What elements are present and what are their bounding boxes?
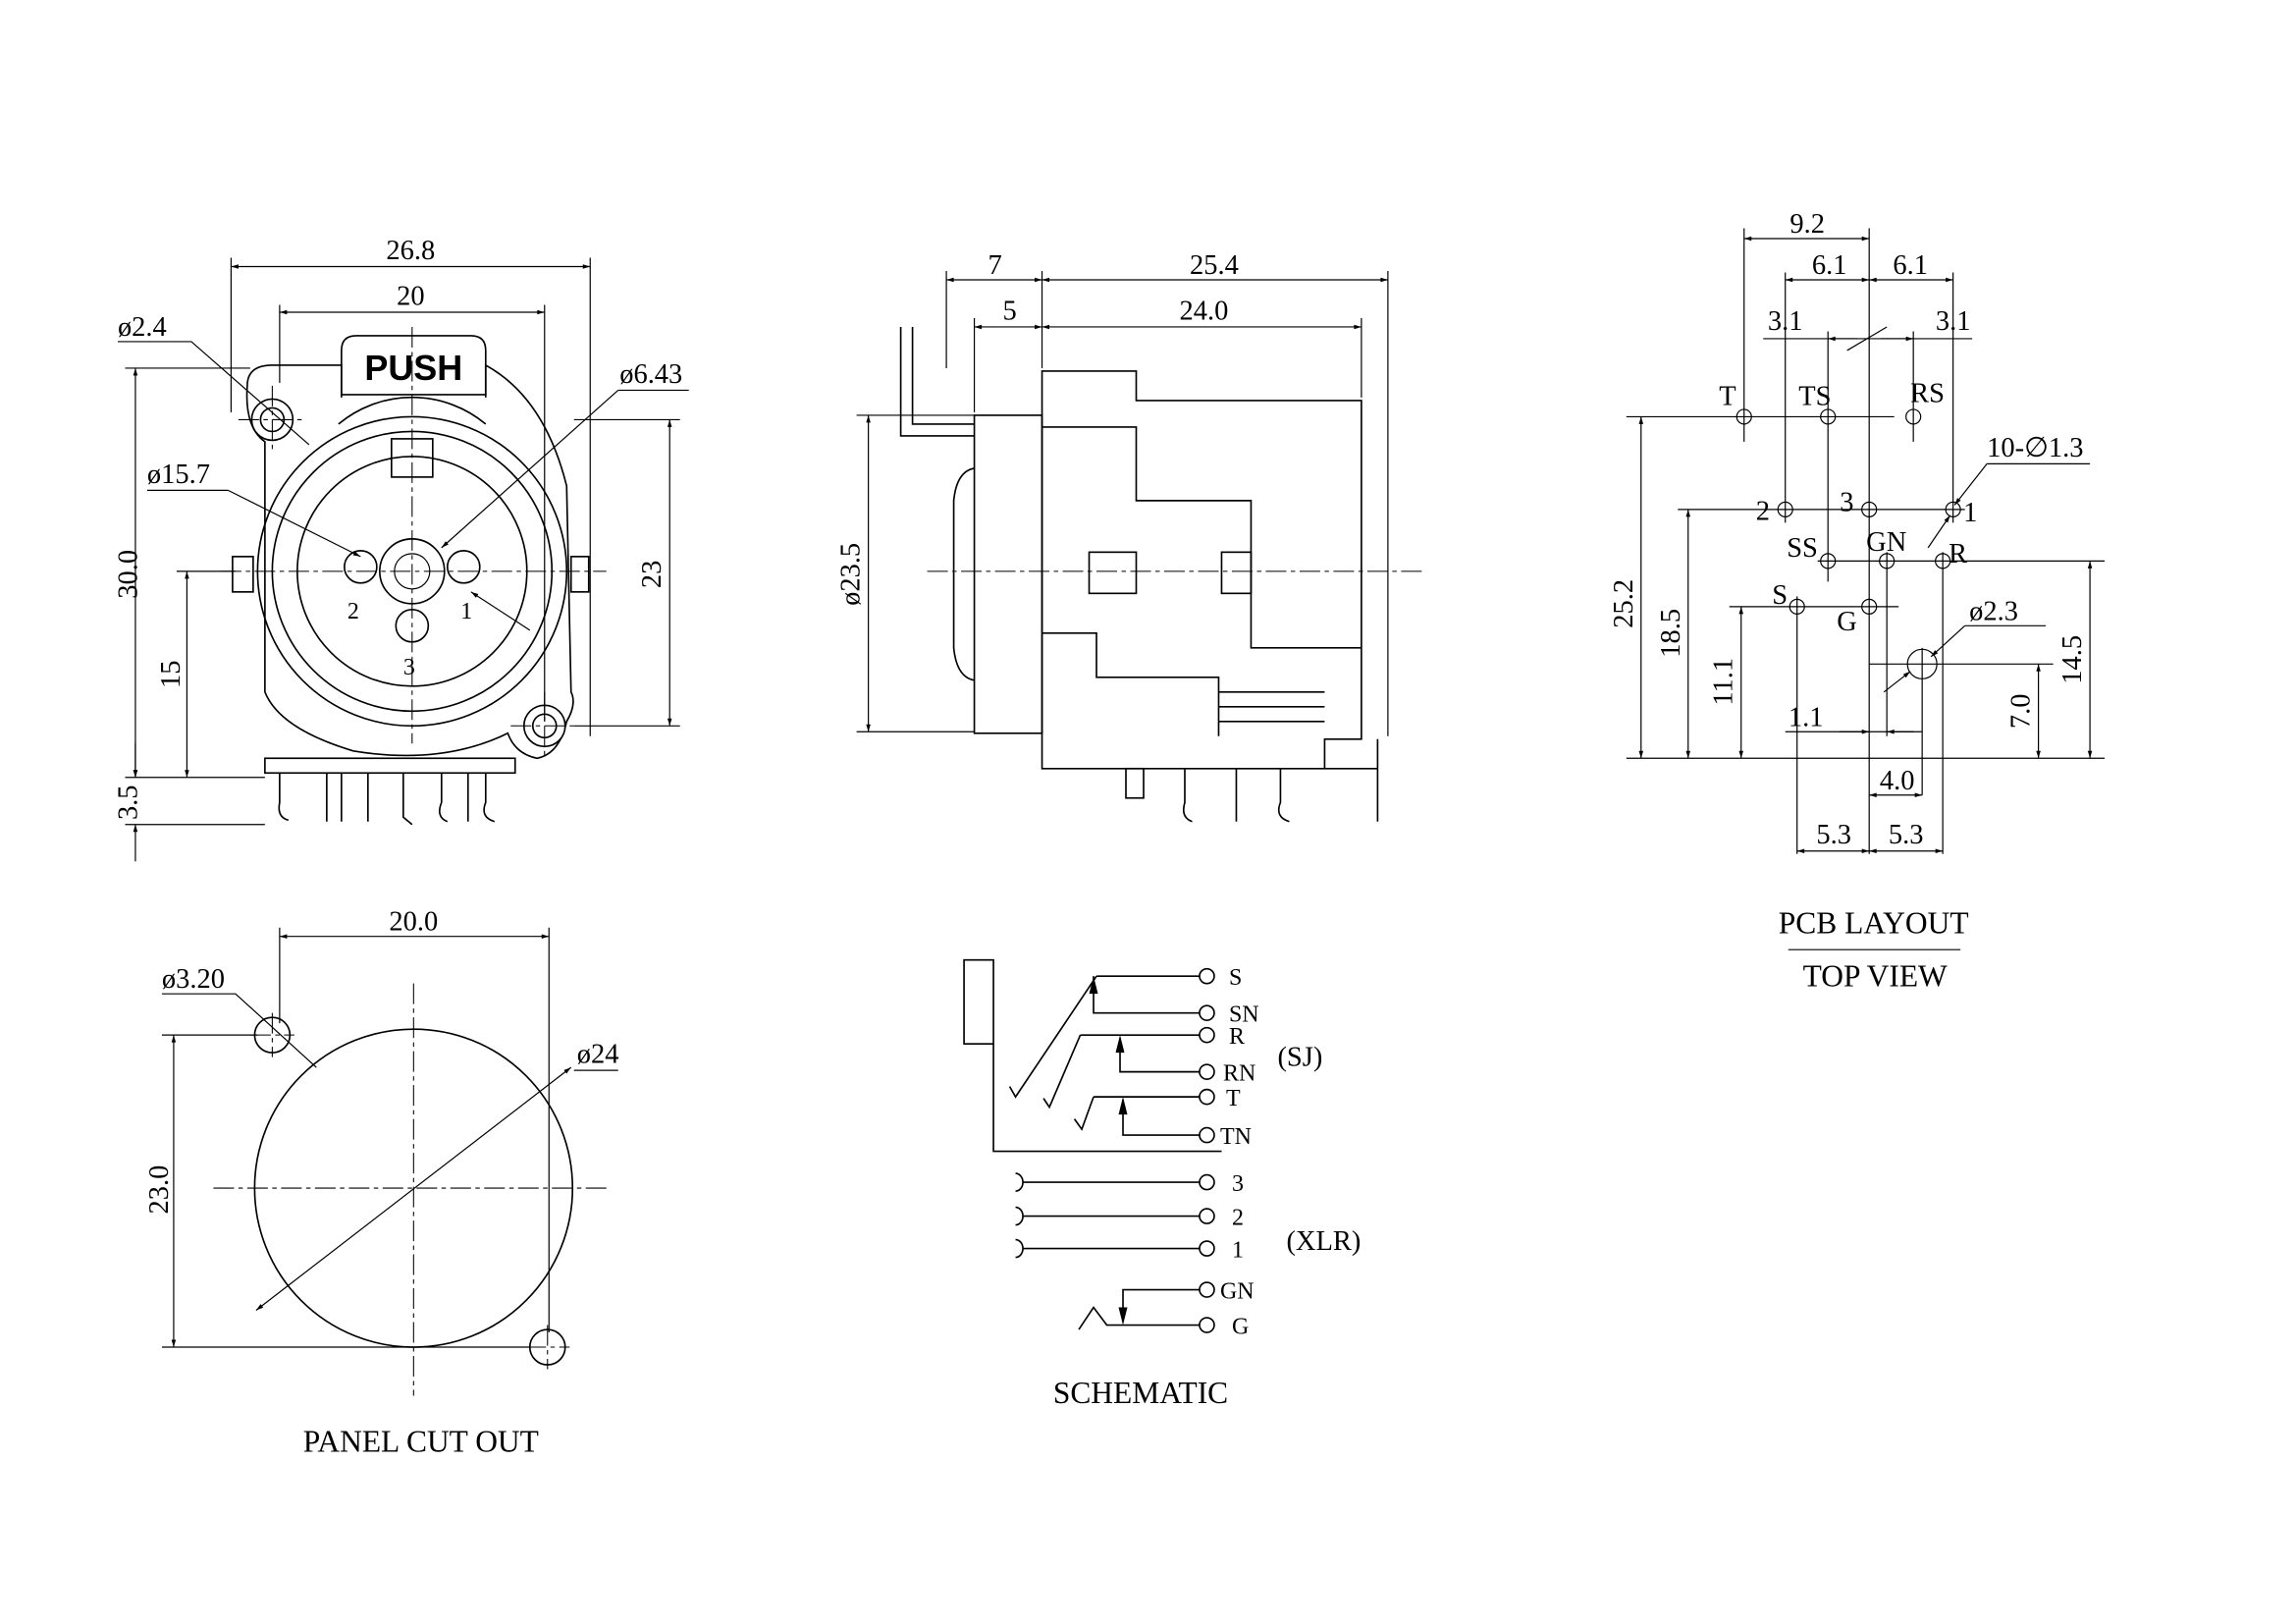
pcb-grid-lines [1626,228,2106,854]
dim-mount-hole: ø2.3 [1969,596,2018,626]
pcb-layout-title: PCB LAYOUT [1779,906,1969,941]
dim-4-0: 4.0 [1880,766,1915,796]
pad-label-g: G [1837,607,1857,637]
dim-6-1-left: 6.1 [1812,250,1847,281]
mount-holes [250,398,566,748]
push-tab: PUSH [341,335,487,398]
dim-pin-length: 3.5 [113,785,143,820]
dim-1-1: 1.1 [1789,702,1824,732]
dim-25-2: 25.2 [1609,579,1639,628]
pin-label-2: 2 [347,599,359,624]
dim-front-depth: 7 [988,250,1001,281]
dim-hole-spacing: 20 [397,281,424,311]
dim-hole-spacing: 20.0 [389,907,438,938]
terminal-label-gn: GN [1220,1279,1255,1305]
dim-width-overall: 26.8 [386,236,435,266]
dim-jack-dia: ø15.7 [147,460,210,490]
terminal-label-sn: SN [1229,1002,1259,1028]
group-label-xlr: (XLR) [1286,1226,1361,1257]
terminal-label-2: 2 [1232,1206,1244,1231]
front-view: PUSH 2 1 3 26.8 20 ø2.4 ø6.43 ø [113,236,689,862]
dim-7-0: 7.0 [2006,693,2037,729]
pad-label-1: 1 [1963,498,1977,528]
dim-mount-hole-dia: ø3.20 [162,964,225,995]
dim-body-dia: ø23.5 [836,543,867,606]
dim-center-height: 15 [156,661,187,688]
pad-label-2: 2 [1756,496,1770,526]
terminal-label-rn: RN [1223,1061,1255,1087]
terminal-label-3: 3 [1232,1171,1244,1197]
terminal-label-t: T [1226,1086,1241,1111]
pcb-mount-hole [1906,648,1938,679]
panel-cut-out: 20.0 ø3.20 ø24 23.0 PANEL CUT OUT [144,907,619,1459]
dim-total-depth: 25.4 [1190,250,1239,281]
dim-mount-hole-dia: ø2.4 [118,312,167,343]
pad-label-ts: TS [1798,381,1831,411]
schematic-terminals [1199,967,1215,1333]
pin-label-1: 1 [460,599,472,624]
group-label-sj: (SJ) [1277,1043,1322,1073]
dim-3-1-left: 3.1 [1768,306,1803,337]
pad-label-gn: GN [1866,527,1906,558]
dim-height-overall: 30.0 [113,550,143,599]
terminal-label-1: 1 [1232,1238,1244,1264]
side-dimensions: 7 25.4 5 24.0 ø23.5 [836,250,1389,736]
schematic-title: SCHEMATIC [1053,1376,1228,1410]
pad-label-rs: RS [1910,378,1945,408]
dim-14-5: 14.5 [2057,635,2088,684]
pcb-pins [264,757,516,826]
dim-9-2: 9.2 [1789,209,1825,240]
pcb-dimensions: 9.2 6.1 6.1 3.1 3.1 10-∅1.3 ø2.3 25.2 18… [1609,209,2093,853]
pcb-layout-subtitle: TOP VIEW [1803,959,1948,994]
terminal-label-r: R [1229,1024,1245,1050]
dim-18-5: 18.5 [1656,609,1686,658]
pad-label-s: S [1772,580,1788,611]
push-label: PUSH [364,348,462,388]
side-body [899,326,1379,823]
pcb-pads [1735,408,1961,679]
dim-vertical-spacing: 23.0 [144,1165,175,1215]
pad-label-3: 3 [1840,487,1853,517]
dim-vertical-spacing: 23 [637,561,667,588]
dim-hole-callout: 10-∅1.3 [1987,433,2083,463]
terminal-label-s: S [1229,965,1242,991]
dim-center-dia: ø6.43 [619,359,682,390]
dim-flange-offset: 5 [1002,296,1016,326]
front-dimensions: 26.8 20 ø2.4 ø6.43 ø15.7 30.0 23 15 3.5 [113,236,689,862]
pcb-layout: T TS RS 2 3 1 SS GN R S G 9.2 6.1 6.1 3.… [1609,209,2106,994]
dim-body-depth: 24.0 [1180,296,1229,326]
side-view: 7 25.4 5 24.0 ø23.5 [836,250,1425,823]
pad-label-r: R [1949,539,1967,569]
panel-cut-out-title: PANEL CUT OUT [303,1424,539,1458]
pin-label-3: 3 [403,655,415,680]
terminal-label-tn: TN [1220,1124,1252,1150]
dim-5-3-left: 5.3 [1816,820,1851,850]
dim-3-1-right: 3.1 [1936,306,1971,337]
terminal-label-g: G [1232,1315,1249,1340]
pad-label-ss: SS [1787,533,1818,564]
dim-6-1-right: 6.1 [1893,250,1928,281]
dim-cutout-dia: ø24 [577,1040,619,1070]
pad-label-t: T [1719,381,1735,411]
dim-5-3-right: 5.3 [1889,820,1924,850]
center-lines [220,326,607,760]
dim-11-1: 11.1 [1709,658,1739,706]
schematic: S SN R RN T TN 3 2 1 GN G (SJ) (XLR) SCH… [963,958,1361,1410]
